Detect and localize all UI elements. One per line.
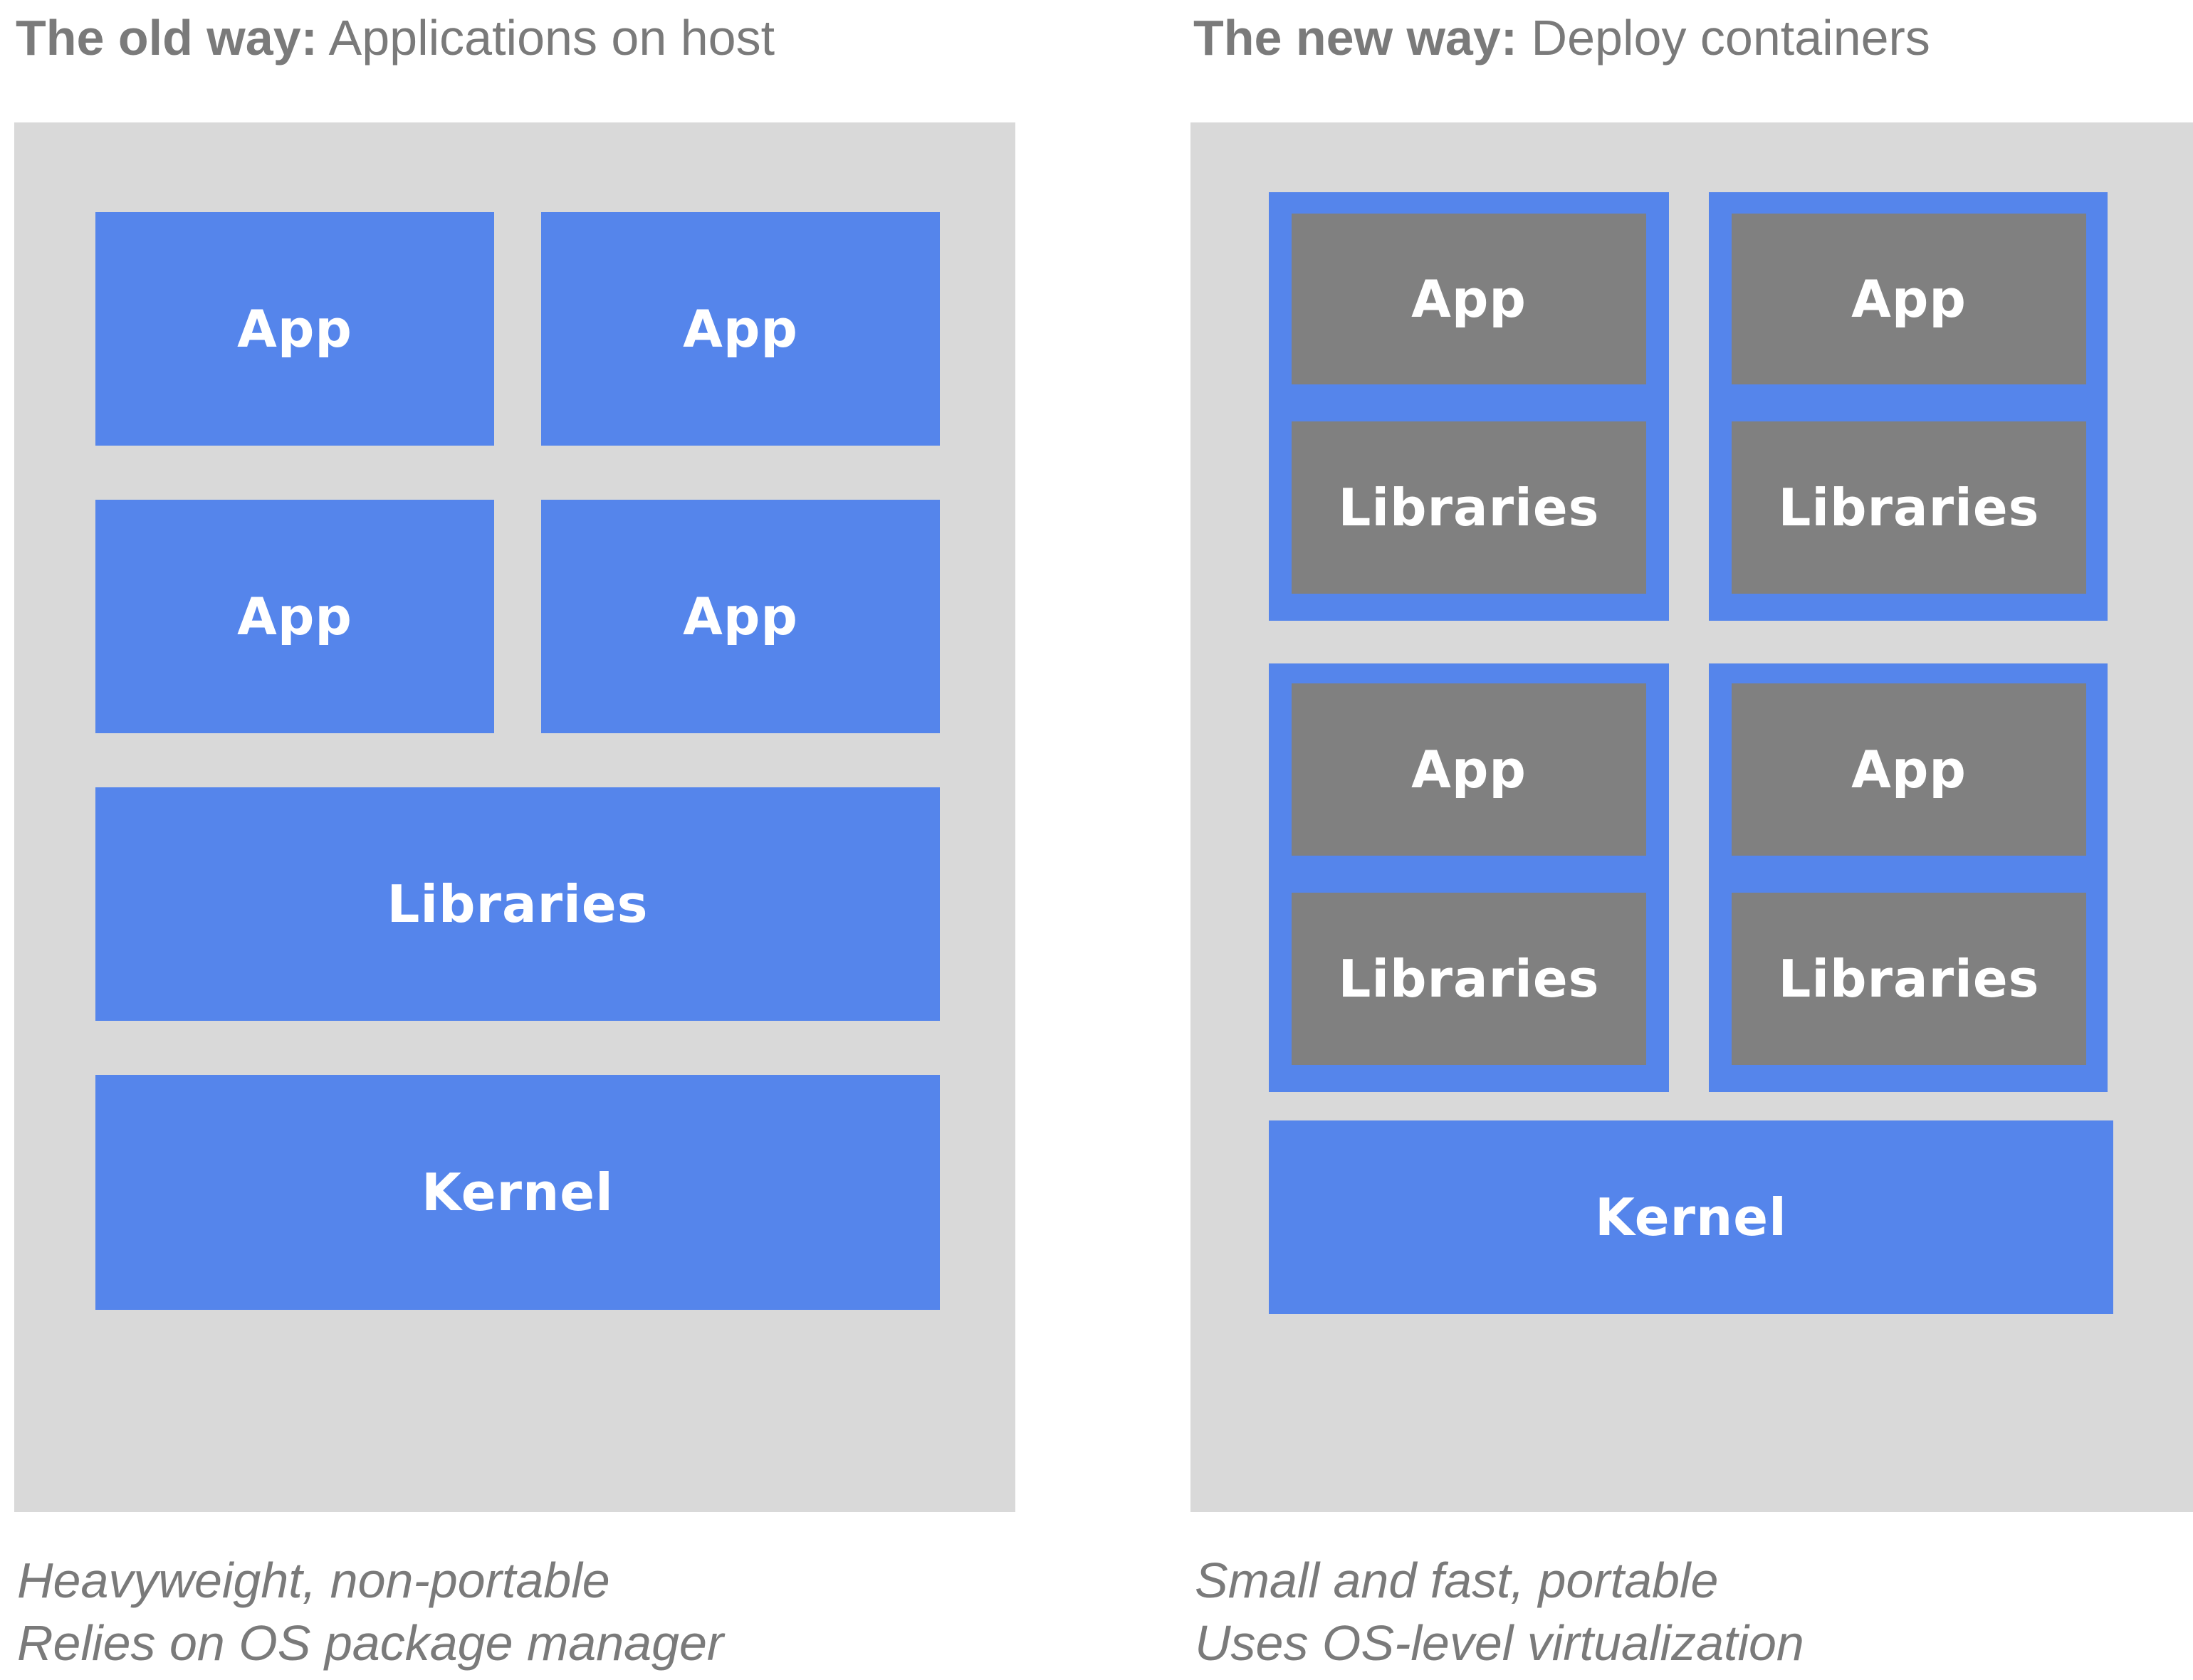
new-way-caption-line-1: Small and fast, portable [1195,1553,1719,1608]
old-way-caption-line-1: Heavyweight, non-portable [17,1553,610,1608]
old-way-caption-line-2: Relies on OS package manager [17,1615,724,1671]
new-way-host-panel: App Libraries App Libraries App Librarie… [1190,122,2193,1512]
old-libraries-box: Libraries [95,787,940,1021]
new-way-heading-bold: The new way: [1193,10,1518,65]
container-3-libraries-box: Libraries [1292,893,1646,1065]
old-kernel-box: Kernel [95,1075,940,1310]
old-way-heading: The old way: Applications on host [16,6,775,70]
container-2-libraries-box: Libraries [1732,421,2086,594]
container-2-app-box: App [1732,214,2086,384]
container-4-app-box: App [1732,683,2086,856]
container-1-libraries-box: Libraries [1292,421,1646,594]
new-way-heading: The new way: Deploy containers [1193,6,1930,70]
old-way-heading-bold: The old way: [16,10,318,65]
container-4-libraries-box: Libraries [1732,893,2086,1065]
new-kernel-box: Kernel [1269,1120,2113,1314]
old-app-box-1: App [95,212,494,446]
container-4: App Libraries [1709,663,2108,1092]
container-3-app-box: App [1292,683,1646,856]
old-way-host-panel: App App App App Libraries Kernel [14,122,1015,1512]
old-app-box-4: App [541,500,940,733]
old-app-box-2: App [541,212,940,446]
old-app-box-3: App [95,500,494,733]
new-way-heading-rest: Deploy containers [1517,10,1930,65]
container-1: App Libraries [1269,192,1669,621]
container-2: App Libraries [1709,192,2108,621]
container-3: App Libraries [1269,663,1669,1092]
container-1-app-box: App [1292,214,1646,384]
new-way-caption-line-2: Uses OS-level virtualization [1195,1615,1804,1671]
old-way-heading-rest: Applications on host [317,10,775,65]
